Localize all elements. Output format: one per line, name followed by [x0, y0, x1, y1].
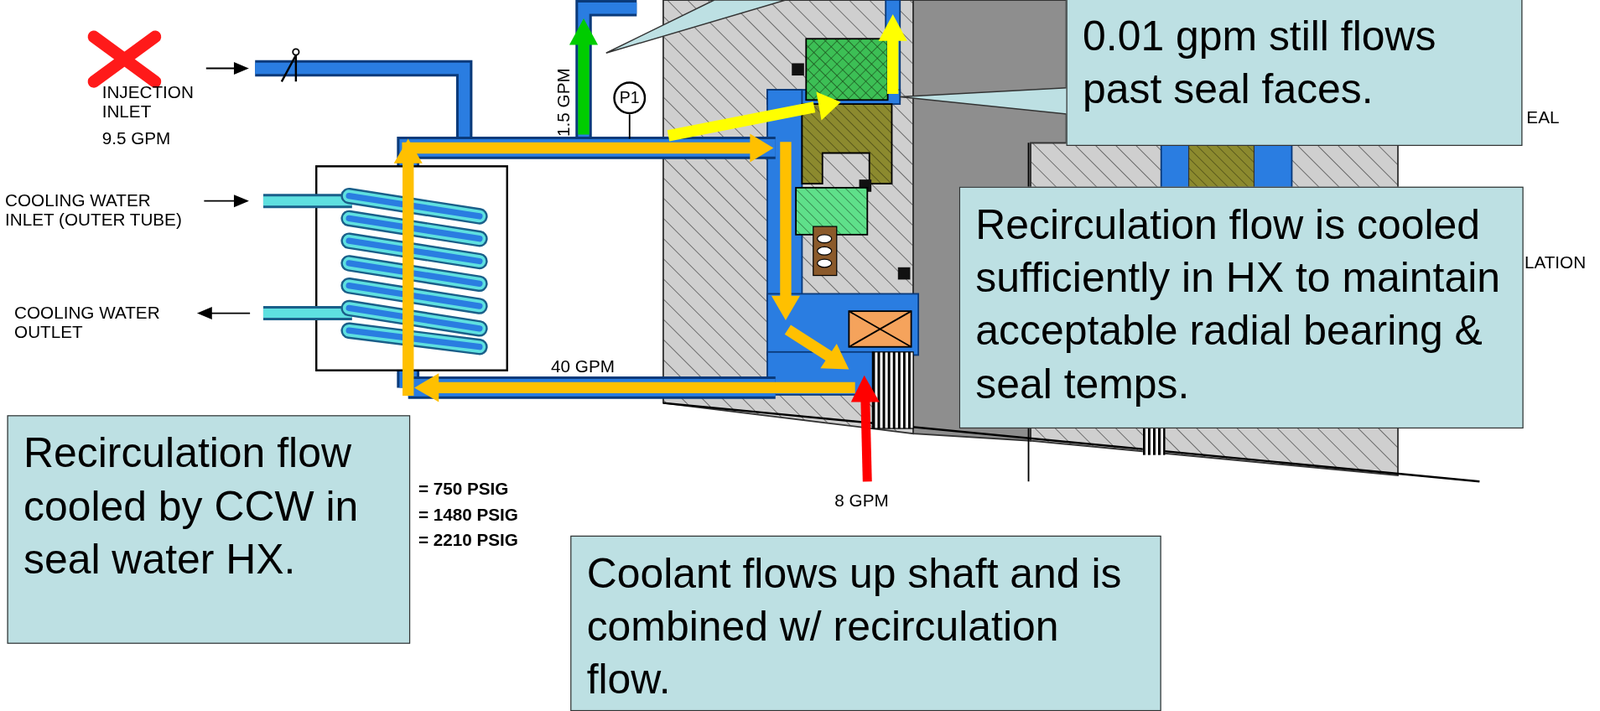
flow-arrows	[394, 14, 908, 482]
pointer-arrows	[198, 62, 250, 318]
callout-box: Recirculation flow is cooled sufficientl…	[959, 187, 1524, 429]
drawing-label: 9.5 GPM	[102, 129, 172, 150]
node-text: Recirculation flow is cooled sufficientl…	[975, 197, 1507, 411]
drawing-label: EAL	[1526, 109, 1559, 129]
callout-box: Coolant flows up shaft and is combined w…	[570, 535, 1162, 711]
callout-pointers	[606, 0, 1069, 115]
node-text: P1	[619, 88, 640, 108]
flow-label: 1.5 GPM	[555, 67, 575, 139]
callout-box: 0.01 gpm still flows past seal faces.	[1066, 0, 1523, 146]
piping	[254, 8, 776, 389]
heat-exchanger	[263, 166, 508, 370]
drawing-label: 40 GPM	[550, 358, 615, 378]
drawing-label: = 2210 PSIG	[418, 531, 519, 551]
node-text: 0.01 gpm still flows past seal faces.	[1082, 9, 1507, 116]
drawing-label: COOLING WATER OUTLET	[14, 304, 208, 343]
node-text: Coolant flows up shaft and is combined w…	[587, 546, 1146, 707]
callout-box: Recirculation flow cooled by CCW in seal…	[7, 415, 411, 645]
pressure-gauge: P1	[612, 81, 646, 115]
drawing-label: LATION	[1524, 254, 1586, 274]
drawing-label: = 1480 PSIG	[418, 506, 519, 526]
blocked-mark	[93, 36, 156, 83]
drawing-label: COOLING WATER INLET (OUTER TUBE)	[5, 192, 199, 230]
drawing-label: 8 GPM	[834, 491, 889, 511]
drawing-label: = 750 PSIG	[418, 480, 510, 500]
node-text: Recirculation flow cooled by CCW in seal…	[23, 426, 395, 587]
drawing-label: INJECTION INLET	[102, 83, 220, 122]
